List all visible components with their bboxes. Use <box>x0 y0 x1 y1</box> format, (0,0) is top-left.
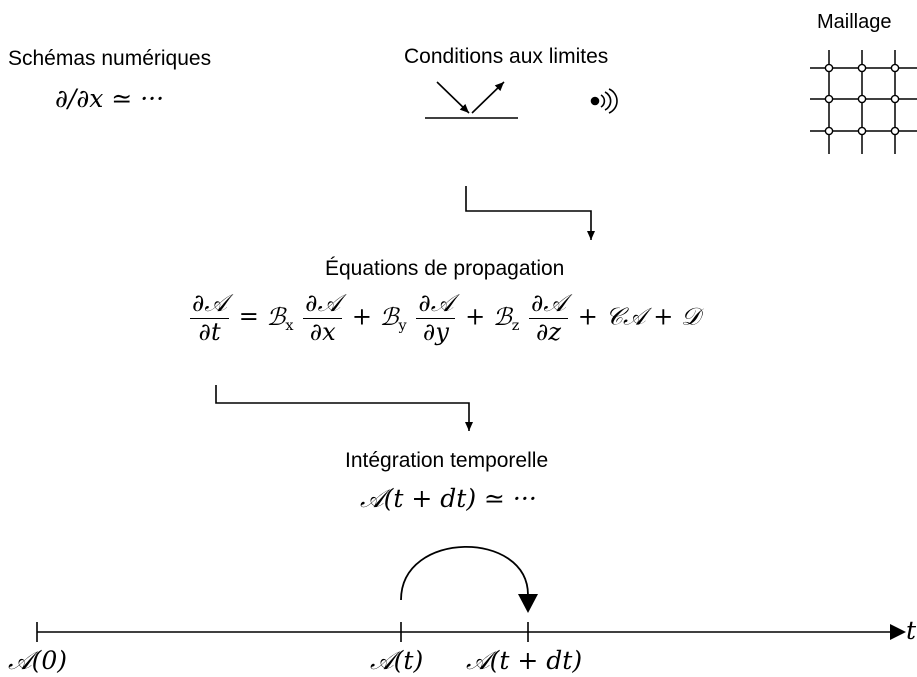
propagation-equation: ∂𝒜 ∂t = ℬx ∂𝒜 ∂x + ℬy ∂𝒜 ∂y + ℬz ∂𝒜 ∂z +… <box>190 289 701 346</box>
lhs-fraction: ∂𝒜 ∂t <box>190 289 230 346</box>
equations-label: Équations de propagation <box>325 257 565 280</box>
lhs-denominator: ∂t <box>198 317 221 346</box>
time-step-arrowhead <box>518 594 538 613</box>
schemas-label: Schémas numériques <box>8 47 212 70</box>
equals-sign: = <box>238 302 267 331</box>
tick-label-atdt: 𝒜(t + dt) <box>466 646 583 675</box>
mesh-nodes <box>824 63 900 136</box>
equation-tail: + 𝒞𝒜 + 𝒟 <box>577 302 701 331</box>
time-axis-arrowhead <box>890 624 906 640</box>
tick-label-a0: 𝒜(0) <box>8 646 68 675</box>
term-y-fraction: ∂𝒜 ∂y <box>416 289 456 346</box>
coef-bx: ℬx <box>266 302 294 334</box>
time-axis-label: t <box>906 616 917 645</box>
connector-arrow-middle <box>215 385 473 431</box>
reflection-icon <box>425 81 518 119</box>
coef-bz: ℬz <box>492 302 520 334</box>
integration-expression: 𝒜(t + dt) ≃ ··· <box>360 484 537 513</box>
conditions-label: Conditions aux limites <box>404 45 609 68</box>
lhs-numerator: ∂𝒜 <box>190 289 230 319</box>
term-x-fraction: ∂𝒜 ∂x <box>303 289 343 346</box>
tick-label-at: 𝒜(t) <box>370 646 424 675</box>
maillage-label: Maillage <box>817 11 892 33</box>
time-step-arc <box>400 546 529 601</box>
radiating-source-icon <box>590 88 618 114</box>
term-z-fraction: ∂𝒜 ∂z <box>528 289 569 346</box>
integration-label: Intégration temporelle <box>345 449 549 472</box>
schemas-expression: ∂/∂x ≃ ··· <box>55 84 165 113</box>
connector-arrow-top <box>465 186 595 240</box>
coef-by: ℬy <box>379 302 407 334</box>
